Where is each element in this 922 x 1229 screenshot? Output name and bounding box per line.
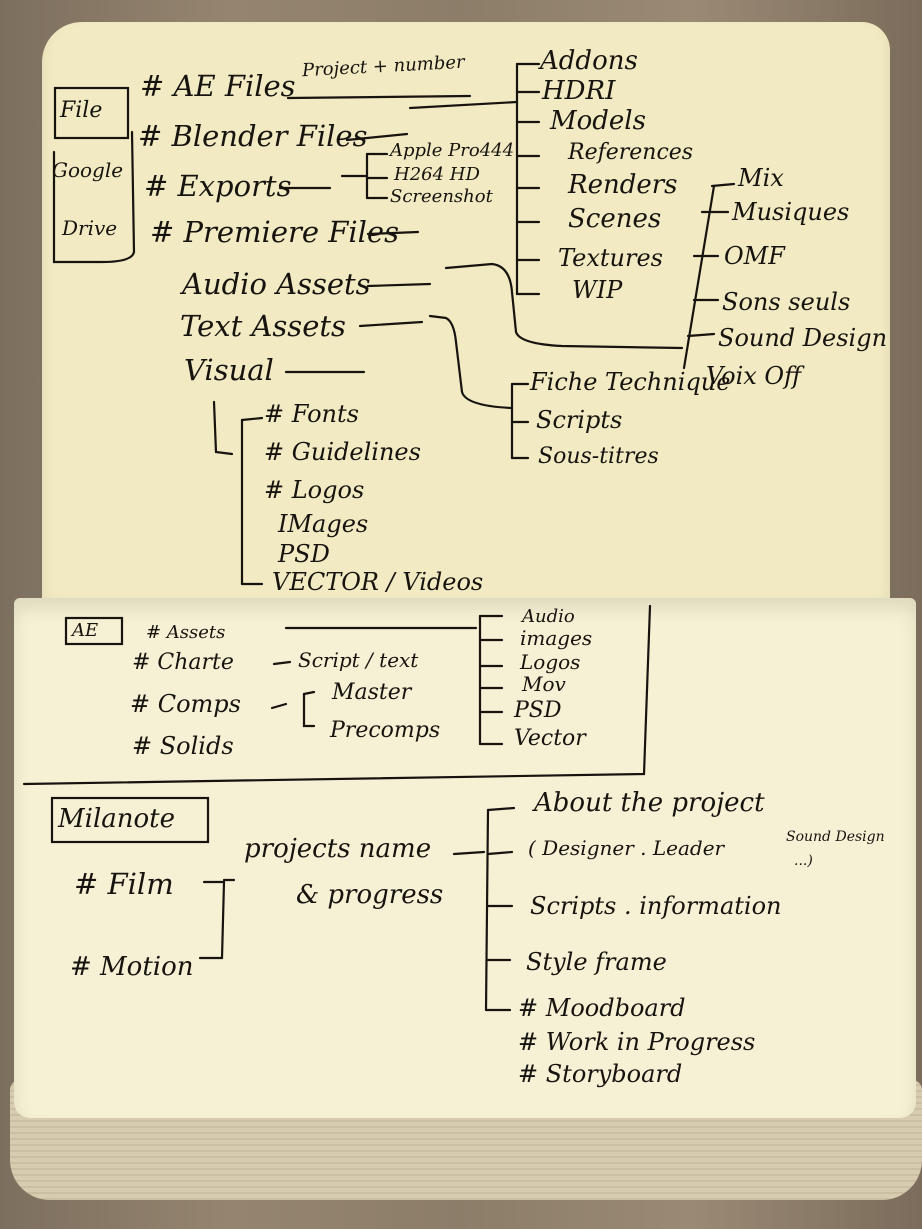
ae-assets-folder: # Assets	[146, 622, 226, 643]
export-item: Apple Pro444	[390, 140, 515, 161]
ae-label: AE	[72, 620, 99, 641]
milanote-item: Style frame	[526, 948, 667, 976]
google-drive-bracket	[52, 130, 136, 264]
ae-asset-item: Audio	[522, 606, 575, 627]
ae-script-text: Script / text	[298, 648, 419, 672]
milanote-item: Scripts . information	[530, 892, 782, 920]
export-item: H264 HD	[394, 164, 480, 185]
text-assets-folder: Text Assets	[180, 309, 346, 343]
blender-item: Models	[550, 106, 646, 136]
blender-item: WIP	[572, 276, 623, 304]
ae-asset-item: Logos	[520, 650, 581, 674]
ae-precomps-item: Precomps	[330, 718, 441, 743]
audio-item: Sons seuls	[722, 288, 851, 316]
film-board: # Film	[74, 867, 174, 901]
notebook-bottom-page: AE # Assets # Charte Script / text # Com…	[14, 598, 916, 1118]
google-label: Google	[52, 158, 124, 182]
visual-item: IMages	[278, 510, 369, 538]
file-label: File	[60, 98, 103, 123]
milanote-item: Sound Design	[786, 829, 885, 845]
audio-item: Sound Design	[718, 324, 888, 352]
progress-label: & progress	[296, 880, 444, 910]
milanote-item: ( Designer . Leader	[528, 836, 725, 860]
drive-label: Drive	[62, 216, 118, 240]
milanote-item: # Moodboard	[518, 994, 686, 1022]
visual-item: # Fonts	[264, 400, 359, 428]
ae-asset-item: Mov	[522, 672, 566, 696]
blender-files-folder: # Blender Files	[138, 119, 368, 153]
blender-item: HDRI	[542, 76, 616, 106]
notebook-top-page: File Google Drive # AE Files Project + n…	[42, 22, 890, 612]
export-item: Screenshot	[390, 186, 493, 207]
milanote-item: # Work in Progress	[518, 1028, 756, 1056]
blender-item: Textures	[558, 244, 663, 272]
text-item: Sous-titres	[538, 444, 659, 469]
exports-folder: # Exports	[144, 169, 292, 203]
audio-item: Mix	[738, 164, 784, 192]
ae-box-outline	[64, 616, 124, 646]
milanote-box-outline	[50, 796, 210, 844]
bottom-page-connector-lines	[22, 604, 652, 1012]
projects-name-label: projects name	[244, 834, 432, 864]
audio-item: OMF	[724, 242, 785, 270]
ae-solids-folder: # Solids	[132, 732, 234, 760]
milanote-item: ...)	[794, 853, 813, 869]
visual-item: VECTOR / Videos	[272, 568, 484, 596]
ae-asset-item: Vector	[514, 726, 586, 751]
file-box-outline	[53, 86, 130, 140]
milanote-item: # Storyboard	[518, 1060, 683, 1088]
blender-item: References	[568, 140, 694, 165]
blender-item: Scenes	[568, 204, 662, 234]
blender-item: Renders	[568, 170, 678, 200]
top-page-connector-lines	[52, 62, 736, 586]
premiere-files-folder: # Premiere Files	[150, 215, 399, 249]
text-item: Fiche Technique	[530, 368, 731, 396]
visual-item: # Guidelines	[264, 438, 421, 466]
text-item: Scripts	[536, 406, 623, 434]
milanote-label: Milanote	[58, 804, 175, 834]
ae-comps-folder: # Comps	[130, 690, 241, 718]
ae-asset-item: images	[520, 626, 593, 650]
blender-item: Addons	[540, 46, 638, 76]
audio-assets-folder: Audio Assets	[182, 267, 371, 301]
ae-charte-folder: # Charte	[132, 650, 234, 675]
visual-folder: Visual	[184, 353, 274, 387]
milanote-item: About the project	[534, 788, 765, 818]
visual-item: # Logos	[264, 476, 365, 504]
visual-item: PSD	[278, 540, 330, 568]
ae-asset-item: PSD	[514, 698, 562, 723]
motion-board: # Motion	[70, 952, 194, 982]
audio-item: Voix Off	[706, 362, 802, 390]
ae-files-folder: # AE Files	[140, 69, 296, 103]
audio-item: Musiques	[732, 198, 850, 226]
ae-master-item: Master	[332, 680, 412, 705]
